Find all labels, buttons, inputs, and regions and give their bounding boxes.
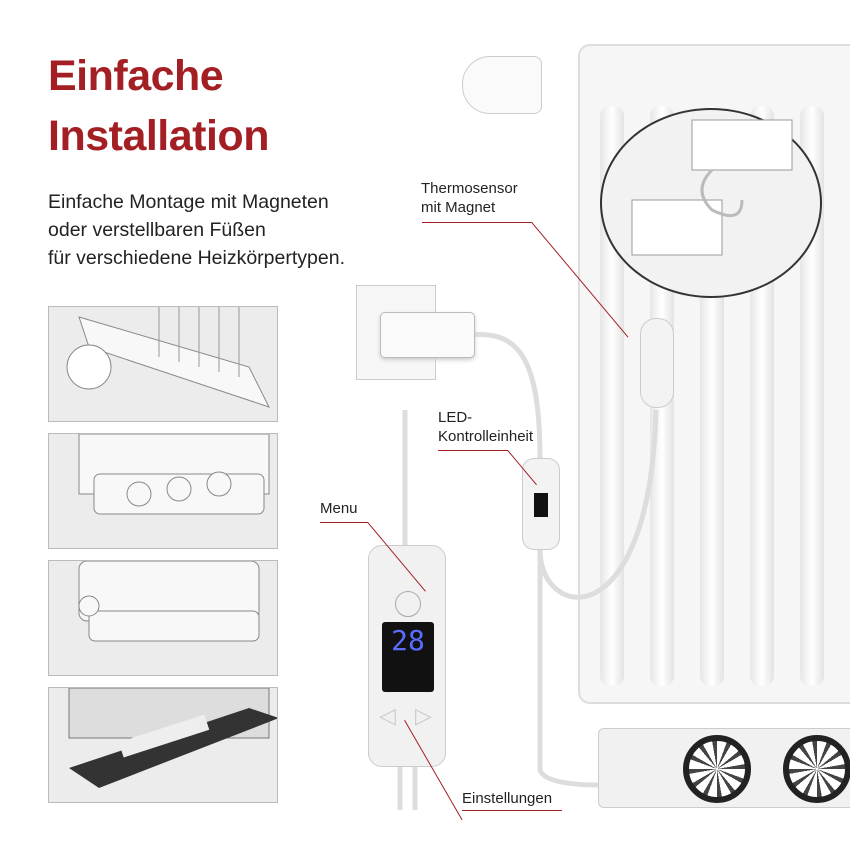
- controller: 28 ◁ ▷: [368, 545, 446, 767]
- callout-line: [438, 450, 508, 451]
- led-control-unit: [522, 458, 560, 550]
- callout-line: [462, 810, 562, 811]
- fan-icon: [783, 735, 850, 803]
- arrow-right-button[interactable]: ▷: [415, 703, 432, 728]
- page-title: Einfache Installation: [48, 52, 269, 160]
- power-plug: [380, 312, 475, 358]
- callout-line: [320, 522, 368, 523]
- label-led-unit: LED- Kontrolleinheit: [438, 409, 534, 445]
- label-menu: Menu: [320, 500, 358, 517]
- description: Einfache Montage mit Magneten oder verst…: [48, 191, 345, 269]
- install-image-floor-convector: [48, 687, 278, 803]
- label-settings: Einstellungen: [462, 790, 553, 807]
- label-thermosensor: Thermosensor mit Magnet: [421, 180, 518, 216]
- sensor-detail-inset: [600, 108, 822, 298]
- fan-unit: [598, 728, 850, 808]
- install-image-column-radiator: [48, 560, 278, 676]
- led-mini-display: [534, 493, 548, 517]
- led-display: 28: [382, 622, 434, 692]
- install-image-panel-radiator: [48, 433, 278, 549]
- fan-icon: [683, 735, 751, 803]
- arrow-left-button[interactable]: ◁: [379, 703, 396, 728]
- install-image-magnet-mount: [48, 306, 278, 422]
- thermosensor-device: [640, 318, 674, 408]
- thermostat-valve: [462, 56, 542, 114]
- menu-button[interactable]: [395, 591, 421, 617]
- callout-line: [422, 222, 532, 223]
